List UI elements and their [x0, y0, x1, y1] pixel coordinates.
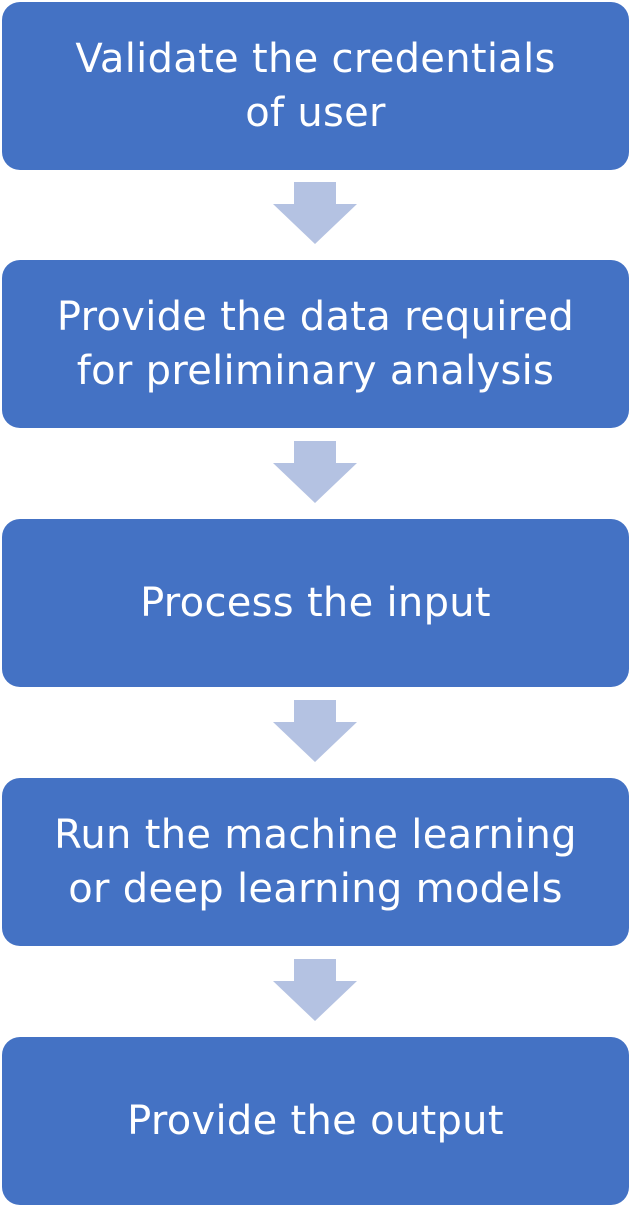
down-arrow-icon [273, 441, 357, 503]
step-label: Provide the data required for preliminar… [56, 294, 575, 394]
step-provide-output: Provide the output [2, 1037, 629, 1205]
step-provide-data: Provide the data required for preliminar… [2, 260, 629, 428]
step-label: Process the input [140, 580, 491, 626]
down-arrow-icon [273, 959, 357, 1021]
step-run-models: Run the machine learning or deep learnin… [2, 778, 629, 946]
step-validate-credentials: Validate the credentials of user [2, 2, 629, 170]
down-arrow-icon [273, 700, 357, 762]
step-label: Provide the output [127, 1098, 504, 1144]
step-label: Validate the credentials of user [75, 36, 556, 136]
step-label: Run the machine learning or deep learnin… [54, 812, 577, 912]
down-arrow-icon [273, 182, 357, 244]
step-process-input: Process the input [2, 519, 629, 687]
